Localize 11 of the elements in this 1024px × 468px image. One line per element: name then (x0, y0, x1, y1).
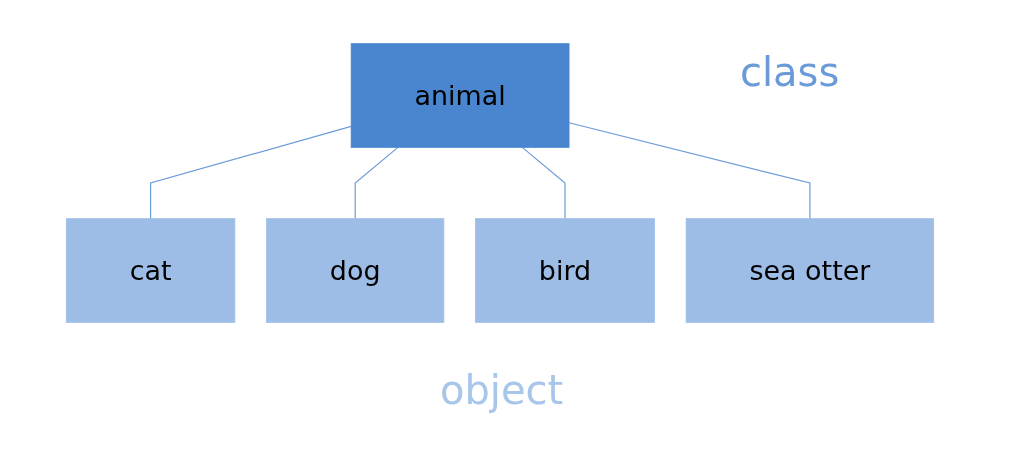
node-box: bird (475, 218, 655, 323)
node-box: cat (65, 218, 236, 323)
connector (150, 125, 352, 220)
node-box: animal (350, 43, 570, 148)
connector (521, 146, 566, 220)
connector (354, 146, 399, 220)
annotation-text: object (440, 368, 564, 412)
node-box: sea otter (685, 218, 935, 323)
node-box: dog (266, 218, 445, 323)
connector (568, 122, 811, 220)
annotation-text: class (740, 50, 840, 94)
